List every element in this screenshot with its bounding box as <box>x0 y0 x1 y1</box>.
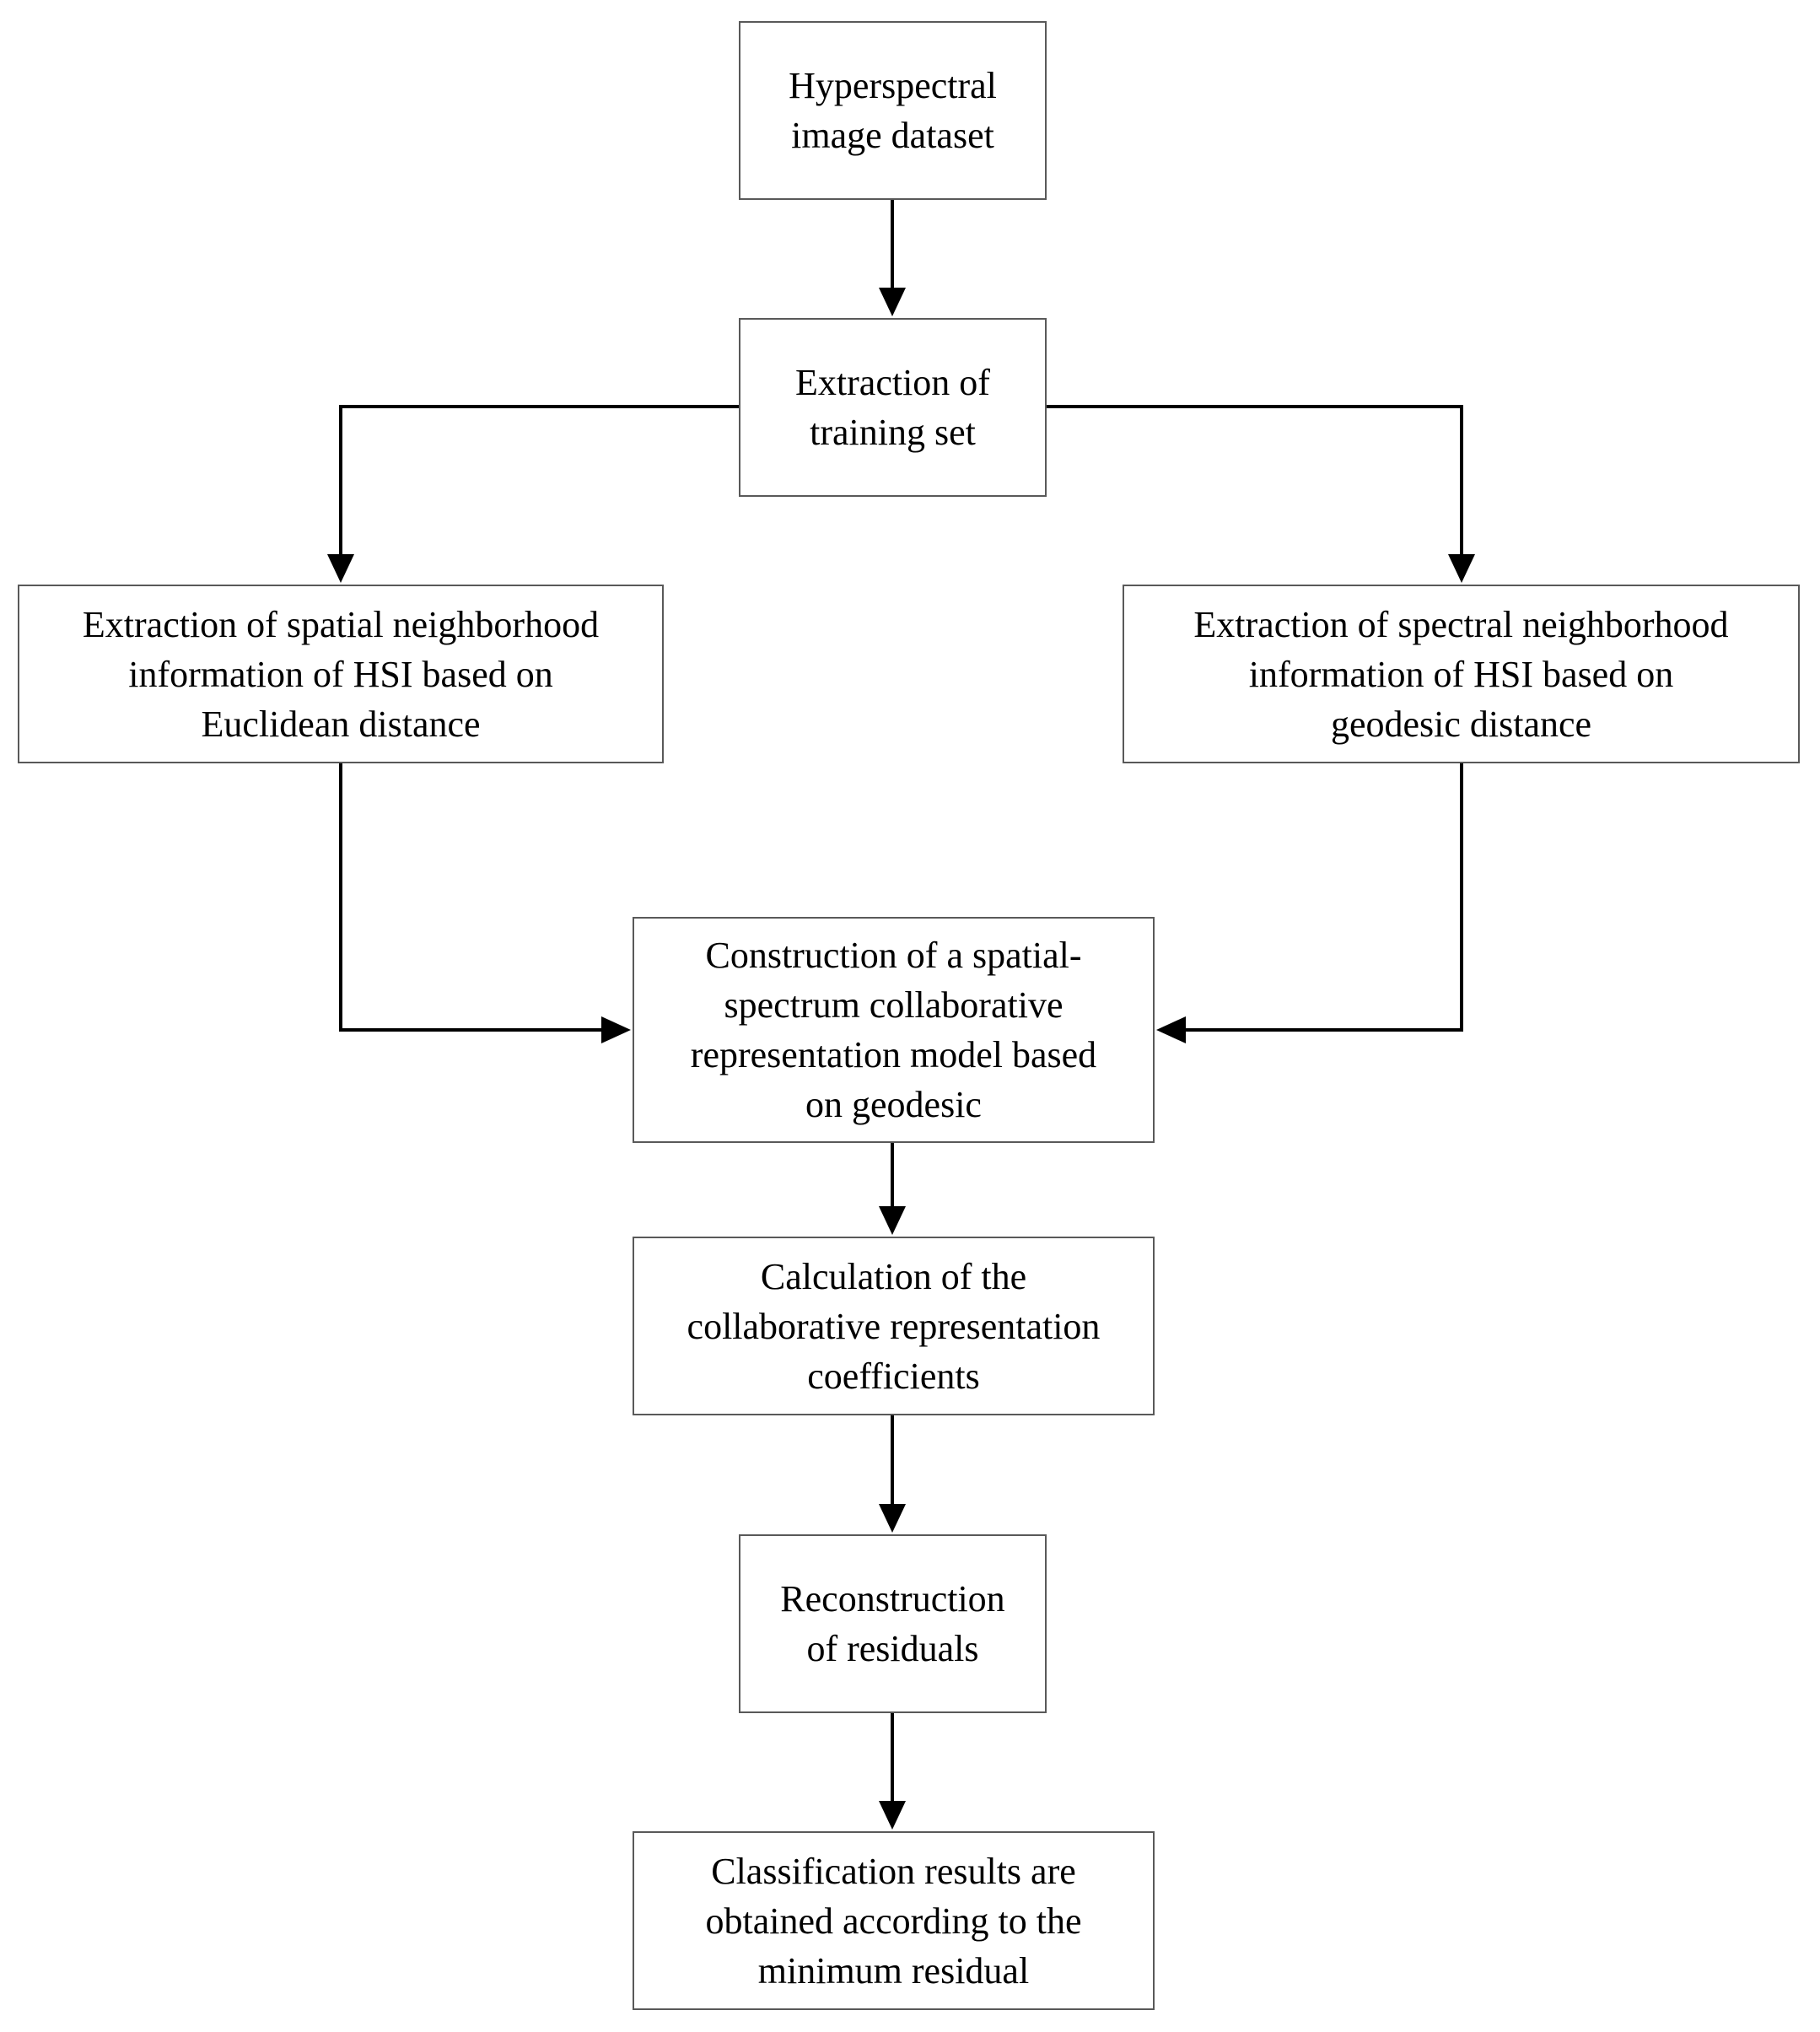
node-label: Extraction of training set <box>795 362 990 453</box>
node-classification-results: Classification results are obtained acco… <box>633 1831 1155 2010</box>
edge-b1-b2 <box>879 200 906 316</box>
node-label: Extraction of spectral neighborhood info… <box>1193 603 1729 745</box>
node-label: Hyperspectral image dataset <box>789 65 997 156</box>
node-label: Reconstruction of residuals <box>780 1578 1005 1669</box>
node-extraction-training-set: Extraction of training set <box>739 318 1047 497</box>
node-representation-coefficients: Calculation of the collaborative represe… <box>633 1237 1155 1415</box>
node-reconstruction-residuals: Reconstruction of residuals <box>739 1534 1047 1713</box>
edge-b5-b6 <box>879 1143 906 1235</box>
edge-b2-b3 <box>327 405 739 583</box>
edge-b4-b5 <box>1156 763 1463 1043</box>
node-label: Construction of a spatial- spectrum coll… <box>690 935 1097 1125</box>
node-label: Calculation of the collaborative represe… <box>687 1255 1101 1397</box>
node-spectral-neighborhood: Extraction of spectral neighborhood info… <box>1123 585 1800 763</box>
edge-b2-b4 <box>1047 405 1475 583</box>
node-spatial-neighborhood: Extraction of spatial neighborhood infor… <box>18 585 664 763</box>
node-collaborative-model: Construction of a spatial- spectrum coll… <box>633 917 1155 1143</box>
edge-b7-b8 <box>879 1713 906 1830</box>
edge-b6-b7 <box>879 1415 906 1533</box>
node-label: Extraction of spatial neighborhood infor… <box>82 603 600 745</box>
edge-b3-b5 <box>339 763 631 1043</box>
node-hyperspectral-image-dataset: Hyperspectral image dataset <box>739 21 1047 200</box>
node-label: Classification results are obtained acco… <box>705 1850 1082 1992</box>
